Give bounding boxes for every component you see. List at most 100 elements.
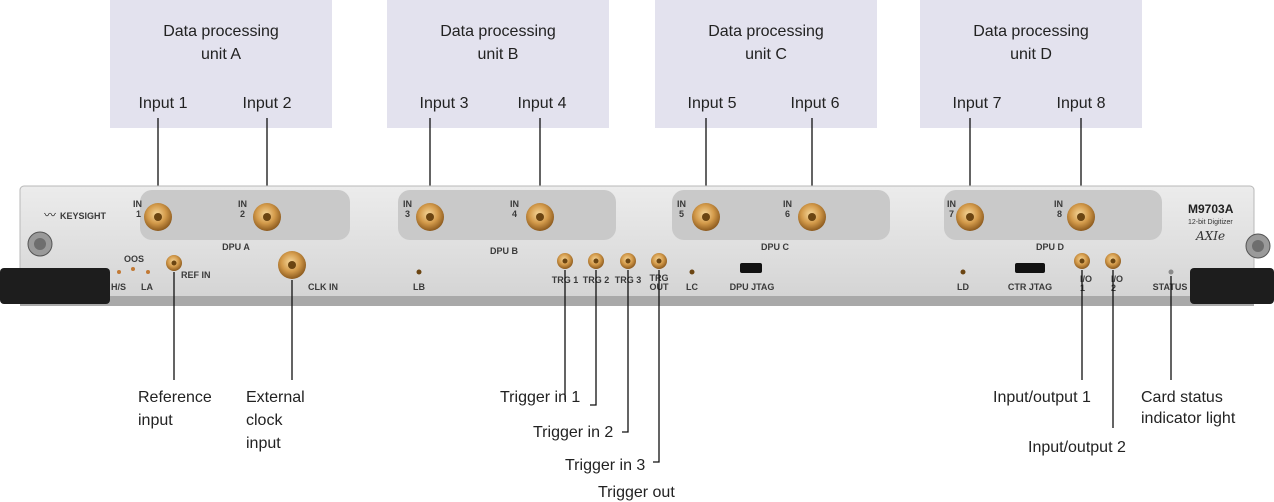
dpu-box-a-title-1: Data processing [163, 23, 279, 40]
in-4-connector: IN 4 [510, 199, 554, 231]
dpu-jtag-label: DPU JTAG [730, 282, 775, 292]
lb-label: LB [413, 282, 425, 292]
model-subtitle: 12-bit Digitizer [1188, 219, 1233, 226]
hs-label: H/S [111, 282, 126, 292]
trigger-out-label: Trigger out [598, 484, 675, 501]
oos-label: OOS [124, 254, 144, 264]
in-6-connector: IN 6 [783, 199, 826, 231]
la-led [146, 270, 150, 274]
left-ejector-handle [0, 268, 110, 304]
dpu-a-panel-label: DPU A [222, 242, 250, 252]
dpu-box-c: Data processing unit C Input 5 Input 6 [655, 0, 877, 128]
la-label: LA [141, 282, 153, 292]
callout-leader-lines [173, 270, 1172, 463]
lb-led [416, 269, 422, 275]
model-number: M9703A [1188, 202, 1234, 216]
io-1-label: Input/output 1 [993, 389, 1091, 406]
front-panel: 〰 KEYSIGHT M9703A 12-bit Digitizer AXIe [0, 185, 1274, 306]
input-3-label: Input 3 [420, 95, 469, 112]
ref-in-label: REF IN [181, 270, 211, 280]
in-6-number: 6 [785, 209, 790, 219]
dpu-box-d-title-1: Data processing [973, 23, 1089, 40]
ctr-jtag-label: CTR JTAG [1008, 282, 1052, 292]
in-1-label: IN [133, 199, 142, 209]
lc-led [689, 269, 695, 275]
in-5-number: 5 [679, 209, 684, 219]
ld-label: LD [957, 282, 969, 292]
input-7-label: Input 7 [953, 95, 1002, 112]
card-status-label-2: indicator light [1141, 410, 1236, 427]
input-5-label: Input 5 [688, 95, 737, 112]
dpu-jtag-port [740, 263, 762, 273]
in-8-label: IN [1054, 199, 1063, 209]
dpu-b-panel-label: DPU B [490, 246, 519, 256]
brand-name: KEYSIGHT [60, 211, 107, 221]
input-2-label: Input 2 [243, 95, 292, 112]
in-7-connector: IN 7 [947, 199, 984, 231]
input-6-label: Input 6 [791, 95, 840, 112]
input-4-label: Input 4 [518, 95, 567, 112]
dpu-d-panel-label: DPU D [1036, 242, 1065, 252]
brand-logo-icon: 〰 [44, 208, 56, 222]
dpu-box-d-title-2: unit D [1010, 46, 1052, 63]
io1-label-1: I/O [1080, 274, 1092, 284]
in-5-label: IN [677, 199, 686, 209]
dpu-box-b-title-2: unit B [478, 46, 519, 63]
external-clock-label-2: clock [246, 412, 283, 429]
in-2-number: 2 [240, 209, 245, 219]
input-8-label: Input 8 [1057, 95, 1106, 112]
in-7-number: 7 [949, 209, 954, 219]
ref-in-connector: REF IN [166, 255, 211, 280]
dpu-a-recess [140, 190, 350, 240]
reference-input-label-2: input [138, 412, 173, 429]
external-clock-label-1: External [246, 389, 305, 406]
in-2-label: IN [238, 199, 247, 209]
dpu-c-recess [672, 190, 890, 240]
in-4-label: IN [510, 199, 519, 209]
right-ejector-handle [1190, 268, 1274, 304]
in-3-number: 3 [405, 209, 410, 219]
dpu-box-a-title-2: unit A [201, 46, 241, 63]
clk-in-connector: CLK IN [278, 251, 338, 292]
dpu-d-recess [944, 190, 1162, 240]
in-3-label: IN [403, 199, 412, 209]
ld-led [960, 269, 966, 275]
in-1-connector: IN 1 [133, 199, 172, 231]
input-connectors: IN 1 IN 2 IN 3 IN 4 IN 5 IN 6 [133, 199, 1095, 231]
hs-led [117, 270, 121, 274]
trigger-in-2-label: Trigger in 2 [533, 424, 613, 441]
lc-label: LC [686, 282, 698, 292]
card-status-label-1: Card status [1141, 389, 1223, 406]
dpu-box-b-title-1: Data processing [440, 23, 556, 40]
in-4-number: 4 [512, 209, 517, 219]
status-led [1168, 269, 1174, 275]
dpu-box-a: Data processing unit A Input 1 Input 2 [110, 0, 332, 128]
reference-input-label-1: Reference [138, 389, 212, 406]
clk-in-label: CLK IN [308, 282, 338, 292]
in-8-connector: IN 8 [1054, 199, 1095, 231]
input-1-label: Input 1 [139, 95, 188, 112]
dpu-c-panel-label: DPU C [761, 242, 790, 252]
in-1-number: 1 [136, 209, 141, 219]
oos-led [131, 267, 135, 271]
in-5-connector: IN 5 [677, 199, 720, 231]
dpu-box-d: Data processing unit D Input 7 Input 8 [920, 0, 1142, 128]
in-6-label: IN [783, 199, 792, 209]
dpu-box-b: Data processing unit B Input 3 Input 4 [387, 0, 609, 128]
io2-label-1: I/O [1111, 274, 1123, 284]
dpu-box-c-title-1: Data processing [708, 23, 824, 40]
status-label: STATUS [1153, 282, 1188, 292]
trigger-in-3-label: Trigger in 3 [565, 457, 645, 474]
dpu-box-c-title-2: unit C [745, 46, 787, 63]
trigger-in-1-label: Trigger in 1 [500, 389, 580, 406]
axie-logo: AXIe [1195, 229, 1225, 243]
external-clock-label-3: input [246, 435, 281, 452]
ctr-jtag-port [1015, 263, 1045, 273]
in-7-label: IN [947, 199, 956, 209]
in-3-connector: IN 3 [403, 199, 444, 231]
io-2-label: Input/output 2 [1028, 439, 1126, 456]
left-indicators: OOS H/S LA [111, 254, 153, 292]
in-8-number: 8 [1057, 209, 1062, 219]
in-2-connector: IN 2 [238, 199, 281, 231]
